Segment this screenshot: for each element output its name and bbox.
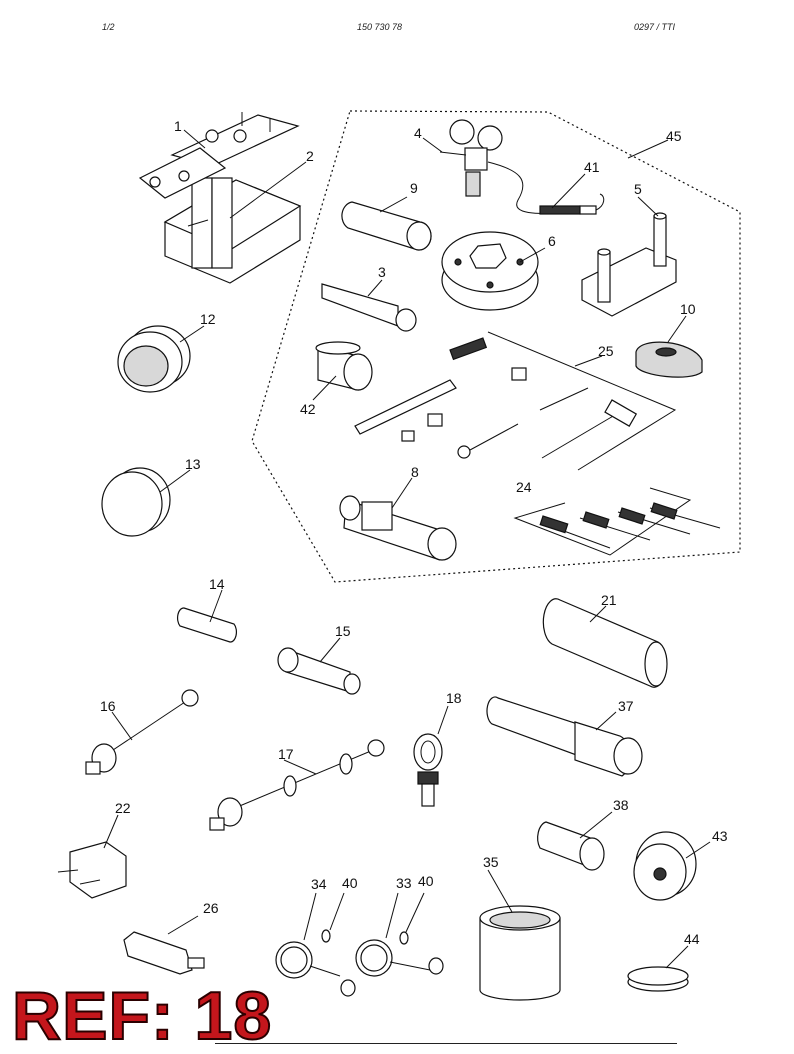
bushing-12 bbox=[117, 325, 191, 393]
callout-4: 4 bbox=[414, 125, 422, 141]
callout-12: 12 bbox=[200, 311, 216, 327]
callout-16: 16 bbox=[100, 698, 116, 714]
callout-2: 2 bbox=[306, 148, 314, 164]
callout-37: 37 bbox=[618, 698, 634, 714]
bottom-rule bbox=[215, 1043, 677, 1044]
engine-stand bbox=[138, 112, 302, 284]
flange-6 bbox=[441, 231, 539, 311]
shaft-3 bbox=[321, 283, 417, 332]
callout-33: 33 bbox=[396, 875, 412, 891]
puller-17 bbox=[209, 739, 385, 831]
sleeve-9 bbox=[341, 201, 432, 251]
callout-35: 35 bbox=[483, 854, 499, 870]
stepped-pin-15 bbox=[277, 647, 361, 695]
callout-26: 26 bbox=[203, 900, 219, 916]
callout-40a: 40 bbox=[342, 875, 358, 891]
callout-9: 9 bbox=[410, 180, 418, 196]
callout-25: 25 bbox=[598, 343, 614, 359]
callout-24: 24 bbox=[516, 479, 532, 495]
callout-41: 41 bbox=[584, 159, 600, 175]
callout-40b: 40 bbox=[418, 873, 434, 889]
callout-numbers: 1 2 3 4 5 6 8 9 10 12 13 14 15 16 17 18 … bbox=[100, 118, 728, 947]
callout-42: 42 bbox=[300, 401, 316, 417]
disc-44 bbox=[627, 966, 689, 992]
callout-38: 38 bbox=[613, 797, 629, 813]
callout-13: 13 bbox=[185, 456, 201, 472]
leader-lines bbox=[103, 129, 711, 969]
pressure-regulator bbox=[439, 119, 561, 214]
group-bracket-24 bbox=[513, 487, 692, 556]
callout-17: 17 bbox=[278, 746, 294, 762]
plate-10 bbox=[635, 341, 703, 378]
callout-34: 34 bbox=[311, 876, 327, 892]
mandrel-8 bbox=[339, 495, 457, 561]
callout-6: 6 bbox=[548, 233, 556, 249]
dial-gauge-33 bbox=[355, 931, 444, 977]
callout-21: 21 bbox=[601, 592, 617, 608]
callout-43: 43 bbox=[712, 828, 728, 844]
page-number: 1/2 bbox=[102, 22, 115, 32]
cap-13 bbox=[101, 467, 171, 537]
pick-set-24 bbox=[539, 502, 721, 549]
dial-gauge-34 bbox=[275, 929, 356, 997]
document-code: 0297 / TTI bbox=[634, 22, 676, 32]
group-bracket-25 bbox=[487, 331, 677, 471]
adapter-43 bbox=[633, 831, 697, 901]
sleeve-35 bbox=[479, 905, 561, 1001]
reference-number: 150 730 78 bbox=[357, 22, 403, 32]
callout-14: 14 bbox=[209, 576, 225, 592]
tool-set-25 bbox=[354, 337, 638, 459]
pin-14 bbox=[177, 607, 237, 643]
eye-bolt-18 bbox=[413, 733, 443, 807]
callout-10: 10 bbox=[680, 301, 696, 317]
callout-22: 22 bbox=[115, 800, 131, 816]
ref-label: REF: 18 bbox=[11, 978, 273, 1054]
sleeve-42 bbox=[315, 341, 373, 391]
callout-15: 15 bbox=[335, 623, 351, 639]
tube-37 bbox=[486, 696, 643, 777]
callout-1: 1 bbox=[174, 118, 182, 134]
tube-21 bbox=[542, 598, 668, 688]
hex-adapter-26 bbox=[123, 931, 205, 975]
sleeve-38 bbox=[537, 821, 605, 871]
puller-16 bbox=[85, 689, 199, 775]
hose bbox=[539, 193, 605, 215]
callout-44: 44 bbox=[684, 931, 700, 947]
callout-18: 18 bbox=[446, 690, 462, 706]
callout-5: 5 bbox=[634, 181, 642, 197]
callout-8: 8 bbox=[411, 464, 419, 480]
clamp-22 bbox=[57, 841, 127, 899]
fixture-5 bbox=[581, 212, 677, 317]
callout-45: 45 bbox=[666, 128, 682, 144]
callout-3: 3 bbox=[378, 264, 386, 280]
